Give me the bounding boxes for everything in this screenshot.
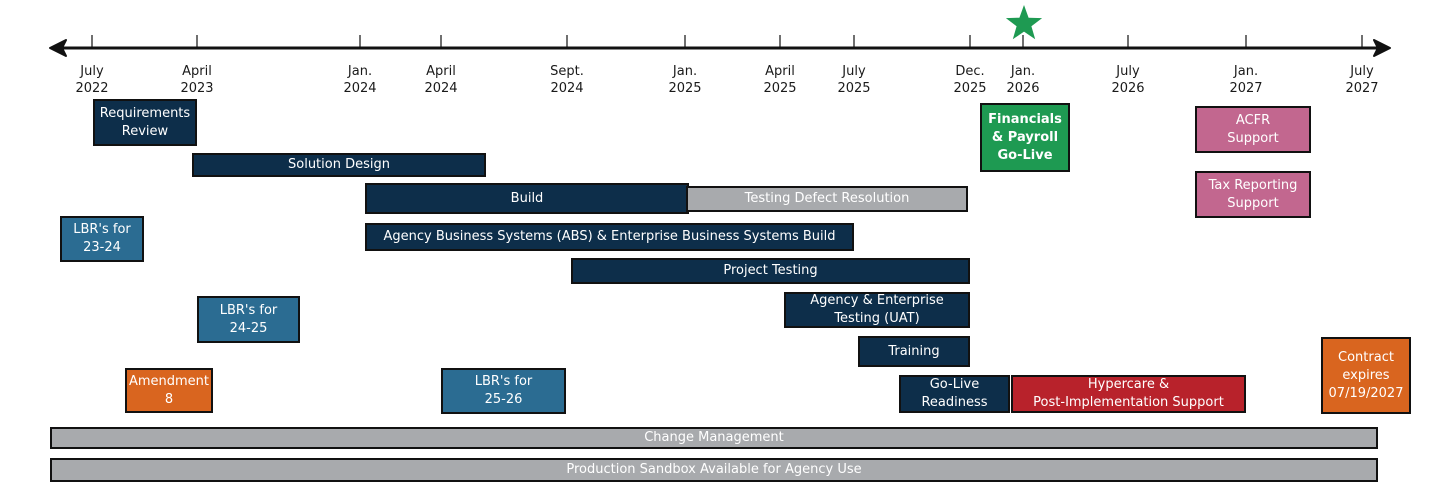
bar-go-live-readiness: Go-Live Readiness [899, 375, 1010, 413]
bar-lbr-25-26: LBR's for 25-26 [441, 368, 566, 414]
bar-tax-reporting-support: Tax Reporting Support [1195, 171, 1311, 218]
bar-production-sandbox: Production Sandbox Available for Agency … [50, 458, 1378, 482]
bar-testing-defect-resolution: Testing Defect Resolution [686, 186, 968, 212]
timeline-axis [49, 5, 1391, 57]
tick-label-apr-2023: April 2023 [180, 64, 214, 96]
bar-agency-enterprise-uat: Agency & Enterprise Testing (UAT) [784, 292, 970, 328]
tick-label-jul-2026: July 2026 [1111, 64, 1145, 96]
bar-amendment-8: Amendment 8 [125, 368, 213, 413]
tick-label-jul-2025: July 2025 [837, 64, 871, 96]
tick-label-jul-2022: July 2022 [75, 64, 109, 96]
tick-label-apr-2025: April 2025 [763, 64, 797, 96]
left-arrow-icon [49, 39, 67, 57]
tick-label-apr-2024: April 2024 [424, 64, 458, 96]
bar-change-management: Change Management [50, 427, 1378, 449]
bar-hypercare-support: Hypercare & Post-Implementation Support [1011, 375, 1246, 413]
tick-label-jan-2026: Jan. 2026 [1006, 64, 1040, 96]
star-icon [1005, 5, 1043, 40]
bar-project-testing: Project Testing [571, 258, 970, 284]
tick-label-sep-2024: Sept. 2024 [550, 64, 584, 96]
bar-lbr-24-25: LBR's for 24-25 [197, 296, 300, 343]
tick-label-jan-2027: Jan. 2027 [1229, 64, 1263, 96]
tick-label-jul-2027: July 2027 [1345, 64, 1379, 96]
bar-build: Build [365, 183, 689, 214]
tick-label-dec-2025: Dec. 2025 [953, 64, 987, 96]
bar-abs-enterprise-build: Agency Business Systems (ABS) & Enterpri… [365, 223, 854, 251]
tick-label-jan-2024: Jan. 2024 [343, 64, 377, 96]
bar-lbr-23-24: LBR's for 23-24 [60, 216, 144, 262]
bar-contract-expires: Contract expires 07/19/2027 [1321, 337, 1411, 414]
bar-training: Training [858, 336, 970, 367]
bar-requirements-review: Requirements Review [93, 99, 197, 146]
bar-solution-design: Solution Design [192, 153, 486, 177]
bar-acfr-support: ACFR Support [1195, 106, 1311, 153]
bar-financials-payroll-go-live: Financials & Payroll Go-Live [980, 103, 1070, 172]
tick-label-jan-2025: Jan. 2025 [668, 64, 702, 96]
right-arrow-icon [1373, 39, 1391, 57]
